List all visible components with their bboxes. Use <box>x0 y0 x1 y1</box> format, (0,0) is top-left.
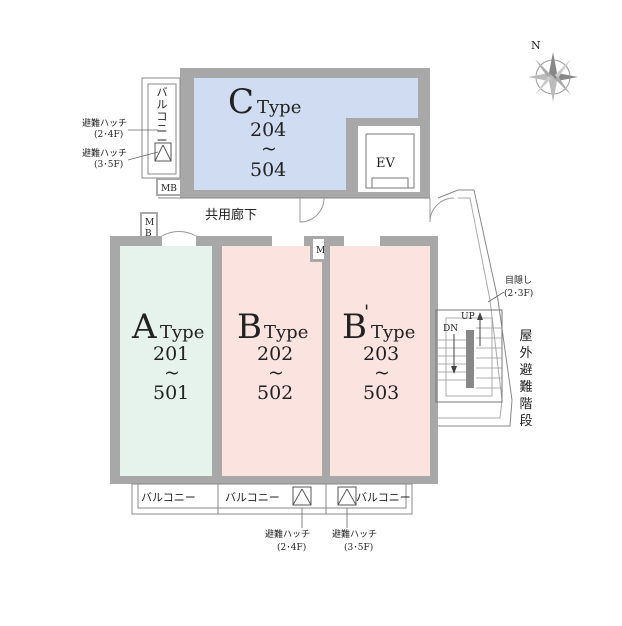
hatch-icon <box>337 486 357 506</box>
stair-label-char-3: 避 <box>519 363 532 378</box>
corridor: 共用廊下 <box>158 197 455 239</box>
hatch-left-1-floor: (2･4F) <box>94 129 123 140</box>
unit-a-letter: A <box>131 307 157 347</box>
balcony-vertical-char-2: ル <box>157 98 168 111</box>
unit-b-letter: B <box>237 307 262 347</box>
unit-a-tilde: ~ <box>164 362 180 384</box>
hatch-bottom-2-floor: (3･5F) <box>344 542 373 553</box>
svg-text:B: B <box>145 229 152 239</box>
hatch-bottom-1-label: 避難ハッチ <box>265 528 310 540</box>
stair-label-char-1: 屋 <box>519 329 532 344</box>
unit-b-prime-type: Type <box>371 322 415 343</box>
mb-box-upper: MB <box>156 178 182 196</box>
balcony-vertical-char-5: ー <box>157 134 168 147</box>
unit-b-prime: B ' Type 203 ~ 503 <box>324 236 438 484</box>
balcony-b-prime-label: バルコニー <box>356 491 411 504</box>
stair-label-char-4: 難 <box>519 380 532 395</box>
unit-a: A Type 201 ~ 501 <box>110 230 218 484</box>
elevator-label: EV <box>376 156 395 171</box>
hatch-icon <box>292 486 312 506</box>
stair-label-char-6: 段 <box>519 414 532 429</box>
stair-down-label: DN <box>443 324 458 334</box>
elevator-shaft <box>358 126 420 192</box>
hatch-left-2-label: 避難ハッチ <box>82 147 127 159</box>
outdoor-stair: DN UP <box>435 189 513 427</box>
unit-c-from: 204 <box>250 119 286 141</box>
balcony-vertical-char-3: コ <box>157 110 168 123</box>
mb-box-left: M B <box>140 212 158 240</box>
unit-b: B Type 202 ~ 502 <box>216 236 326 484</box>
unit-a-floor <box>120 246 212 476</box>
unit-c-letter: C <box>228 82 254 122</box>
hatch-left-2-floor: (3･5F) <box>94 159 123 170</box>
unit-b-from: 202 <box>257 343 293 365</box>
unit-b-type: Type <box>264 322 308 343</box>
unit-b-prime-to: 503 <box>363 382 399 404</box>
balcony-b-label: バルコニー <box>225 491 280 504</box>
compass-icon: N <box>528 39 578 102</box>
screen-label: 目隠し <box>505 274 532 286</box>
svg-text:MB: MB <box>161 184 177 194</box>
unit-a-type: Type <box>160 322 204 343</box>
unit-a-from: 201 <box>153 343 189 365</box>
unit-b-to: 502 <box>257 382 293 404</box>
balcony-bottom: バルコニー バルコニー バルコニー <box>131 483 413 515</box>
unit-c-tilde: ~ <box>261 138 277 160</box>
screen-floor: (2･3F) <box>504 288 533 299</box>
balcony-vertical-char-1: バ <box>157 86 168 99</box>
compass-north-label: N <box>531 39 541 52</box>
unit-b-prime-tilde: ~ <box>374 362 390 384</box>
hatch-bottom-1-floor: (2･4F) <box>277 542 306 553</box>
stair-label-char-2: 外 <box>519 346 532 361</box>
hatch-bottom-2-label: 避難ハッチ <box>332 528 377 540</box>
unit-b-floor <box>222 246 322 476</box>
stair-label-char-5: 階 <box>519 397 532 412</box>
stair-up-label: UP <box>461 312 475 322</box>
hatch-left-1-label: 避難ハッチ <box>82 117 127 129</box>
unit-c: EV C Type 204 ~ 504 <box>180 68 430 198</box>
unit-c-to: 504 <box>250 159 286 181</box>
unit-b-prime-floor <box>330 246 430 476</box>
unit-b-prime-from: 203 <box>363 343 399 365</box>
hatch-icon <box>154 142 172 162</box>
balcony-vertical-char-4: ニ <box>157 122 168 135</box>
balcony-vertical: バ ル コ ニ ー <box>141 77 181 179</box>
unit-b-prime-letter: B <box>342 307 367 347</box>
balcony-a-label: バルコニー <box>141 491 196 504</box>
corridor-label: 共用廊下 <box>205 207 257 223</box>
unit-a-to: 501 <box>153 382 189 404</box>
svg-text:M: M <box>145 218 154 228</box>
unit-b-tilde: ~ <box>268 362 284 384</box>
unit-c-type: Type <box>257 97 301 118</box>
unit-b-prime-mark: ' <box>364 301 369 323</box>
